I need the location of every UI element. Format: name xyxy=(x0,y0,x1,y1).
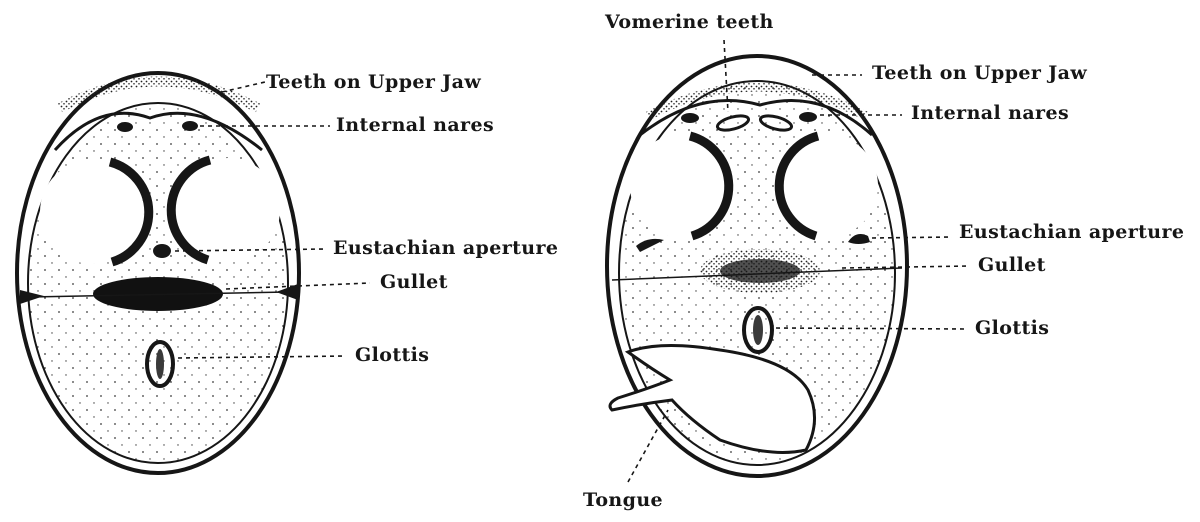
left-label-internal-nares: Internal nares xyxy=(336,114,495,136)
right-upper-jaw-teeth xyxy=(645,82,869,120)
left-eustachian-aperture xyxy=(153,244,171,258)
left-leader-gullet xyxy=(225,282,371,290)
right-label-tongue: Tongue xyxy=(583,489,664,511)
right-label-eustachian-aperture: Eustachian aperture xyxy=(959,221,1185,243)
right-jaw-ridge xyxy=(639,99,874,137)
right-naris-left xyxy=(681,113,699,123)
left-jaw-angle-right xyxy=(276,284,298,300)
right-leader-eustachian xyxy=(871,236,953,239)
right-label-vomerine-teeth: Vomerine teeth xyxy=(605,11,774,33)
right-label-gullet: Gullet xyxy=(978,254,1046,276)
left-eye-socket-left-rim xyxy=(108,157,154,267)
right-label-glottis: Glottis xyxy=(975,317,1050,339)
right-leader-gullet xyxy=(841,265,971,269)
right-gullet-core xyxy=(720,259,800,283)
left-naris-right xyxy=(182,121,198,131)
right-eye-socket-right xyxy=(774,134,878,238)
left-upper-jaw-teeth xyxy=(57,76,261,113)
right-naris-right xyxy=(799,112,817,122)
right-eye-socket-left-rim xyxy=(688,131,734,241)
right-glottis-slit xyxy=(753,315,763,345)
left-eye-socket-right xyxy=(176,158,280,262)
left-label-gullet: Gullet xyxy=(380,271,448,293)
left-glottis-slit xyxy=(156,349,164,379)
right-eye-socket-right-rim xyxy=(774,131,820,241)
left-gullet-line xyxy=(29,291,289,298)
right-vomerine-tooth-left xyxy=(715,114,751,132)
right-mouth-diagram xyxy=(605,39,971,483)
left-naris-left xyxy=(117,122,133,132)
left-label-glottis: Glottis xyxy=(355,344,430,366)
right-tongue xyxy=(608,344,817,454)
left-glottis xyxy=(145,340,175,388)
right-label-internal-nares: Internal nares xyxy=(911,102,1070,124)
right-eustachian-left xyxy=(636,238,664,252)
left-leader-eustachian xyxy=(174,248,326,252)
right-glottis xyxy=(742,306,774,354)
right-label-teeth-upper-jaw: Teeth on Upper Jaw xyxy=(872,62,1088,84)
left-mouth-diagram xyxy=(15,71,371,475)
right-eye-socket-left xyxy=(630,134,734,238)
right-eustachian-right xyxy=(848,234,870,244)
left-jaw-angle-left xyxy=(20,290,44,304)
left-eye-socket-left xyxy=(40,160,144,264)
left-label-teeth-upper-jaw: Teeth on Upper Jaw xyxy=(266,71,482,93)
right-leader-tongue xyxy=(627,409,669,483)
right-gullet-line xyxy=(611,267,903,281)
left-label-eustachian-aperture: Eustachian aperture xyxy=(333,237,559,259)
right-vomerine-tooth-right xyxy=(758,114,794,132)
